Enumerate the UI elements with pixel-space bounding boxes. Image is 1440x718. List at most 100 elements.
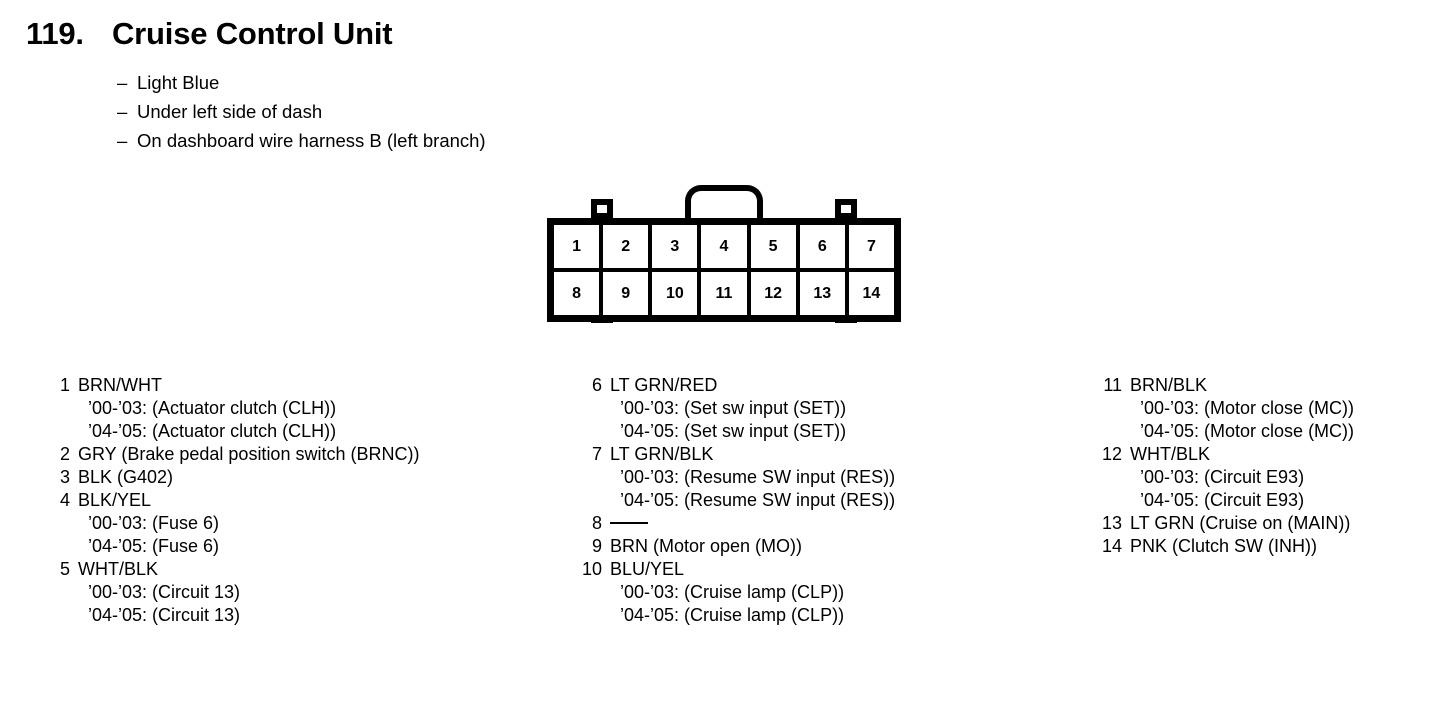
connector-pin-cell-14: 14 xyxy=(862,284,881,302)
pin-legend-column-2: 6 LT GRN/RED ’00-’03: (Set sw input (SET))… xyxy=(576,374,895,627)
pin-subline: ’00-’03: (Circuit E93) xyxy=(1140,467,1305,487)
connector-pin-cell-1: 1 xyxy=(554,225,604,268)
connector-pin-cell-11: 11 xyxy=(701,272,751,315)
pin-main-row: 5 WHT/BLK xyxy=(44,558,419,581)
pin-main-row: 1 BRN/WHT xyxy=(44,374,419,397)
connector-pin-cell-5: 5 xyxy=(751,225,800,268)
pin-number: 14 xyxy=(1101,536,1122,556)
pin-subline: ’04-’05: (Circuit E93) xyxy=(1140,490,1305,510)
note-dash-icon: – xyxy=(117,72,128,93)
connector-pin-cell-6: 6 xyxy=(800,225,849,268)
connector-pin-cell-7: 7 xyxy=(866,237,876,255)
pin-number: 4 xyxy=(59,490,70,510)
note-label: On dashboard wire harness B (left branch… xyxy=(137,130,486,151)
pin-subline: ’04-’05: (Cruise lamp (CLP)) xyxy=(620,605,845,625)
pin-subline: ’04-’05: (Fuse 6) xyxy=(88,536,220,556)
pin-subline: ’00-’03: (Circuit 13) xyxy=(88,582,241,602)
pin-number: 5 xyxy=(59,559,70,579)
pin-entry-11: 11 BRN/BLK ’00-’03: (Motor close (MC)) ’04-… xyxy=(1096,374,1354,443)
pin-number: 1 xyxy=(59,375,70,395)
pin-label: BLU/YEL xyxy=(610,559,685,579)
notes-list: –Light Blue–Under left side of dash–On d… xyxy=(117,68,486,155)
pin-entry-9: 9 BRN (Motor open (MO)) xyxy=(576,535,895,558)
note-label: Light Blue xyxy=(137,72,220,93)
pin-legend-column-1: 1 BRN/WHT ’00-’03: (Actuator clutch (CLH))… xyxy=(44,374,419,627)
note-dash-icon: – xyxy=(117,101,128,122)
note-item: –Light Blue xyxy=(117,68,486,97)
pin-label: LT GRN (Cruise on (MAIN)) xyxy=(1130,513,1351,533)
pin-empty-dash-icon xyxy=(610,522,648,524)
pin-entry-10: 10 BLU/YEL ’00-’03: (Cruise lamp (CLP)) ’04… xyxy=(576,558,895,627)
pin-number: 8 xyxy=(591,513,602,533)
pin-main-row: 9 BRN (Motor open (MO)) xyxy=(576,535,895,558)
pin-number: 7 xyxy=(591,444,602,464)
connector-mount-tab-top-right xyxy=(835,199,857,219)
pin-main-row: 10 BLU/YEL xyxy=(576,558,895,581)
pin-label: WHT/BLK xyxy=(78,559,159,579)
pin-number: 9 xyxy=(591,536,602,556)
pin-subline: ’00-’03: (Actuator clutch (CLH)) xyxy=(88,398,337,418)
pin-number: 10 xyxy=(581,559,602,579)
pin-main-row: 12 WHT/BLK xyxy=(1096,443,1354,466)
connector-pin-cell-2: 2 xyxy=(603,225,653,268)
pin-main-row: 3 BLK (G402) xyxy=(44,466,419,489)
note-item: –Under left side of dash xyxy=(117,97,486,126)
pin-subline: ’00-’03: (Motor close (MC)) xyxy=(1140,398,1355,418)
pin-main-row: 11 BRN/BLK xyxy=(1096,374,1354,397)
connector-pin-cell-3: 3 xyxy=(652,225,702,268)
pin-legend-column-3: 11 BRN/BLK ’00-’03: (Motor close (MC)) ’04-… xyxy=(1096,374,1354,558)
pin-entry-8: 8 xyxy=(576,512,895,535)
pin-main-row: 6 LT GRN/RED xyxy=(576,374,895,397)
page-number: 119. xyxy=(26,16,84,51)
pin-label: BLK (G402) xyxy=(78,467,174,487)
pin-subline: ’00-’03: (Set sw input (SET)) xyxy=(620,398,847,418)
pin-entry-5: 5 WHT/BLK ’00-’03: (Circuit 13) ’04-’05: (C… xyxy=(44,558,419,627)
pin-entry-1: 1 BRN/WHT ’00-’03: (Actuator clutch (CLH))… xyxy=(44,374,419,443)
pin-label: GRY (Brake pedal position switch (BRNC)) xyxy=(78,444,420,464)
pin-label: PNK (Clutch SW (INH)) xyxy=(1130,536,1318,556)
pin-main-row: 13 LT GRN (Cruise on (MAIN)) xyxy=(1096,512,1354,535)
pin-subline: ’04-’05: (Resume SW input (RES)) xyxy=(620,490,896,510)
pin-number: 13 xyxy=(1101,513,1122,533)
pin-label: LT GRN/BLK xyxy=(610,444,714,464)
pin-subline: ’04-’05: (Actuator clutch (CLH)) xyxy=(88,421,337,441)
pin-subline: ’04-’05: (Set sw input (SET)) xyxy=(620,421,847,441)
connector-pin-cell-4: 4 xyxy=(701,225,751,268)
pin-number: 6 xyxy=(591,375,602,395)
pin-subline: ’04-’05: (Motor close (MC)) xyxy=(1140,421,1355,441)
pin-label: BRN (Motor open (MO)) xyxy=(610,536,803,556)
note-dash-icon: – xyxy=(117,130,128,151)
pin-subline: ’04-’05: (Circuit 13) xyxy=(88,605,241,625)
pin-entry-3: 3 BLK (G402) xyxy=(44,466,419,489)
connector-pin-cell-12: 12 xyxy=(751,272,800,315)
pin-entry-12: 12 WHT/BLK ’00-’03: (Circuit E93) ’04-’05: … xyxy=(1096,443,1354,512)
pin-entry-14: 14 PNK (Clutch SW (INH)) xyxy=(1096,535,1354,558)
pin-label: BRN/BLK xyxy=(1130,375,1208,395)
pin-entry-6: 6 LT GRN/RED ’00-’03: (Set sw input (SET))… xyxy=(576,374,895,443)
pin-number: 11 xyxy=(1103,375,1122,395)
pin-number: 12 xyxy=(1101,444,1122,464)
page-title-text: Cruise Control Unit xyxy=(112,16,393,51)
pin-label: WHT/BLK xyxy=(1130,444,1211,464)
note-item: –On dashboard wire harness B (left branc… xyxy=(117,126,486,155)
note-label: Under left side of dash xyxy=(137,101,323,122)
connector-pin-cell-8: 8 xyxy=(554,272,604,315)
page-title: 119. Cruise Control Unit xyxy=(26,16,393,52)
pin-number: 3 xyxy=(59,467,70,487)
pin-label: LT GRN/RED xyxy=(610,375,718,395)
pin-subline: ’00-’03: (Fuse 6) xyxy=(88,513,220,533)
pin-main-row: 14 PNK (Clutch SW (INH)) xyxy=(1096,535,1354,558)
pin-label: BRN/WHT xyxy=(78,375,162,395)
connector-pin-cell-10: 10 xyxy=(652,272,702,315)
connector-pin-cell-9: 9 xyxy=(603,272,653,315)
pin-subline: ’00-’03: (Cruise lamp (CLP)) xyxy=(620,582,845,602)
